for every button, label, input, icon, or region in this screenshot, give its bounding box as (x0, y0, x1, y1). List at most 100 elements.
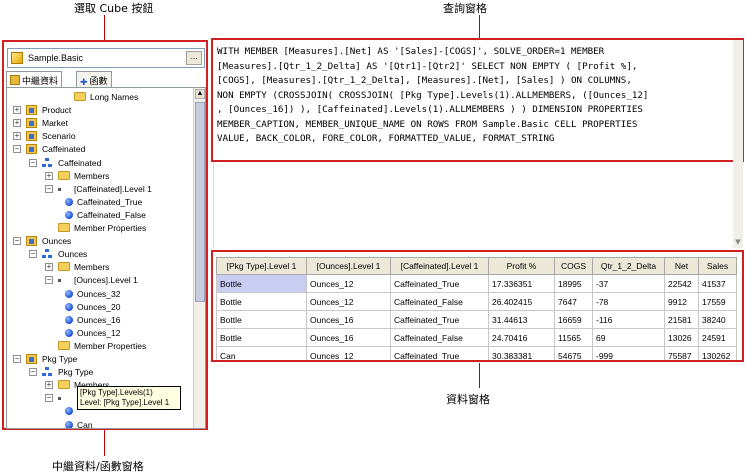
mdx-query-text[interactable]: WITH MEMBER [Measures].[Net] AS '[Sales]… (217, 46, 649, 144)
table-cell[interactable]: Ounces_12 (306, 292, 391, 311)
tab-functions[interactable]: ✚函數 (76, 71, 112, 87)
table-cell[interactable]: 17.336351 (488, 274, 555, 293)
tree-node[interactable]: +Members (7, 170, 193, 183)
tree-node[interactable]: Member Properties (7, 222, 193, 235)
metadata-tree[interactable]: ▲Long Names+Product+Market+Scenario−Caff… (6, 87, 206, 429)
table-cell[interactable]: 18995 (554, 274, 593, 293)
tab-metadata[interactable]: 中繼資料 (6, 71, 63, 88)
expand-icon[interactable]: + (45, 170, 53, 180)
table-cell[interactable]: Caffeinated_False (390, 328, 489, 347)
table-cell[interactable]: Can (216, 346, 307, 360)
tree-node[interactable]: Caffeinated_True (7, 196, 193, 209)
table-cell[interactable]: 9912 (664, 292, 699, 311)
tree-node[interactable]: −[Caffeinated].Level 1 (7, 183, 193, 196)
table-cell[interactable]: 75587 (664, 346, 699, 360)
tree-node[interactable]: Ounces_20 (7, 301, 193, 314)
column-header[interactable]: Profit % (488, 257, 555, 275)
table-cell[interactable]: -37 (592, 274, 665, 293)
table-cell[interactable]: 24.70416 (488, 328, 555, 347)
scroll-down-icon[interactable]: ▼ (735, 238, 741, 246)
table-cell[interactable]: Caffeinated_True (390, 310, 489, 329)
table-cell[interactable]: Ounces_12 (306, 346, 391, 360)
collapse-icon[interactable]: − (13, 354, 21, 363)
scroll-thumb[interactable] (195, 102, 205, 302)
table-cell[interactable]: Ounces_12 (306, 274, 391, 293)
table-cell[interactable]: 31.44613 (488, 310, 555, 329)
tree-node[interactable]: −Pkg Type (7, 353, 193, 366)
table-cell[interactable]: 7647 (554, 292, 593, 311)
collapse-icon[interactable]: − (45, 183, 53, 193)
table-cell[interactable]: Caffeinated_True (390, 346, 489, 360)
tree-node[interactable]: Ounces_12 (7, 327, 193, 340)
select-cube-button[interactable]: ... (186, 51, 202, 65)
table-cell[interactable]: 11565 (554, 328, 593, 347)
tree-node[interactable]: −Ounces (7, 235, 193, 248)
column-header[interactable]: COGS (554, 257, 593, 275)
tree-node[interactable]: +Product (7, 104, 193, 117)
column-header[interactable]: Net (664, 257, 699, 275)
tree-node[interactable]: Member Properties (7, 340, 193, 353)
collapse-icon[interactable]: − (13, 144, 21, 154)
collapse-icon[interactable]: − (29, 367, 37, 377)
table-cell[interactable]: Bottle (216, 274, 307, 293)
table-cell[interactable]: 30.383381 (488, 346, 555, 360)
tree-node[interactable]: − (7, 392, 193, 405)
expand-icon[interactable]: + (45, 380, 53, 390)
table-cell[interactable]: Bottle (216, 292, 307, 311)
table-cell[interactable]: 54675 (554, 346, 593, 360)
table-cell[interactable]: -999 (592, 346, 665, 360)
query-scrollbar[interactable]: ▼ (733, 40, 743, 248)
table-cell[interactable]: Ounces_16 (306, 310, 391, 329)
tree-node[interactable]: Caffeinated_False (7, 209, 193, 222)
expand-icon[interactable]: + (13, 131, 21, 141)
query-pane[interactable]: WITH MEMBER [Measures].[Net] AS '[Sales]… (211, 38, 744, 162)
scroll-up-icon[interactable]: ▲ (195, 89, 205, 99)
table-cell[interactable]: Caffeinated_True (390, 274, 489, 293)
table-cell[interactable]: 41537 (698, 274, 737, 293)
table-cell[interactable]: 21581 (664, 310, 699, 329)
tree-node[interactable]: Long Names (7, 91, 193, 104)
table-cell[interactable]: -116 (592, 310, 665, 329)
column-header[interactable]: [Pkg Type].Level 1 (216, 257, 307, 275)
column-header[interactable]: Qtr_1_2_Delta (592, 257, 665, 275)
expand-icon[interactable]: + (13, 118, 21, 128)
column-header[interactable]: [Ounces].Level 1 (306, 257, 391, 275)
tree-node[interactable]: Ounces_32 (7, 288, 193, 301)
cube-selector[interactable]: Sample.Basic ... (7, 48, 205, 68)
expand-icon[interactable]: + (13, 105, 21, 115)
tree-node[interactable]: +Scenario (7, 130, 193, 143)
table-cell[interactable]: Caffeinated_False (390, 292, 489, 311)
tree-node[interactable] (7, 405, 193, 418)
tree-node[interactable]: −Caffeinated (7, 143, 193, 156)
table-cell[interactable]: Ounces_16 (306, 328, 391, 347)
tree-node[interactable]: −Ounces (7, 248, 193, 261)
table-cell[interactable]: Bottle (216, 310, 307, 329)
tree-node[interactable]: −[Ounces].Level 1 (7, 274, 193, 287)
table-cell[interactable]: Bottle (216, 328, 307, 347)
tree-node[interactable]: Can (7, 419, 193, 428)
collapse-icon[interactable]: − (29, 157, 37, 167)
collapse-icon[interactable]: − (45, 275, 53, 285)
query-pane-empty-area[interactable] (213, 162, 738, 248)
table-cell[interactable]: -78 (592, 292, 665, 311)
collapse-icon[interactable]: − (45, 393, 53, 403)
collapse-icon[interactable]: − (13, 236, 21, 246)
tree-node[interactable]: Ounces_16 (7, 314, 193, 327)
table-cell[interactable]: 24591 (698, 328, 737, 347)
table-cell[interactable]: 13026 (664, 328, 699, 347)
tree-node[interactable]: +Market (7, 117, 193, 130)
table-cell[interactable]: 16659 (554, 310, 593, 329)
table-cell[interactable]: 26.402415 (488, 292, 555, 311)
tree-node[interactable]: +Members (7, 261, 193, 274)
tree-node[interactable]: −Pkg Type (7, 366, 193, 379)
tree-scrollbar[interactable]: ▲ (193, 88, 205, 428)
expand-icon[interactable]: + (45, 262, 53, 272)
tree-node[interactable]: +Members (7, 379, 193, 392)
table-cell[interactable]: 17559 (698, 292, 737, 311)
table-cell[interactable]: 130262 (698, 346, 737, 360)
